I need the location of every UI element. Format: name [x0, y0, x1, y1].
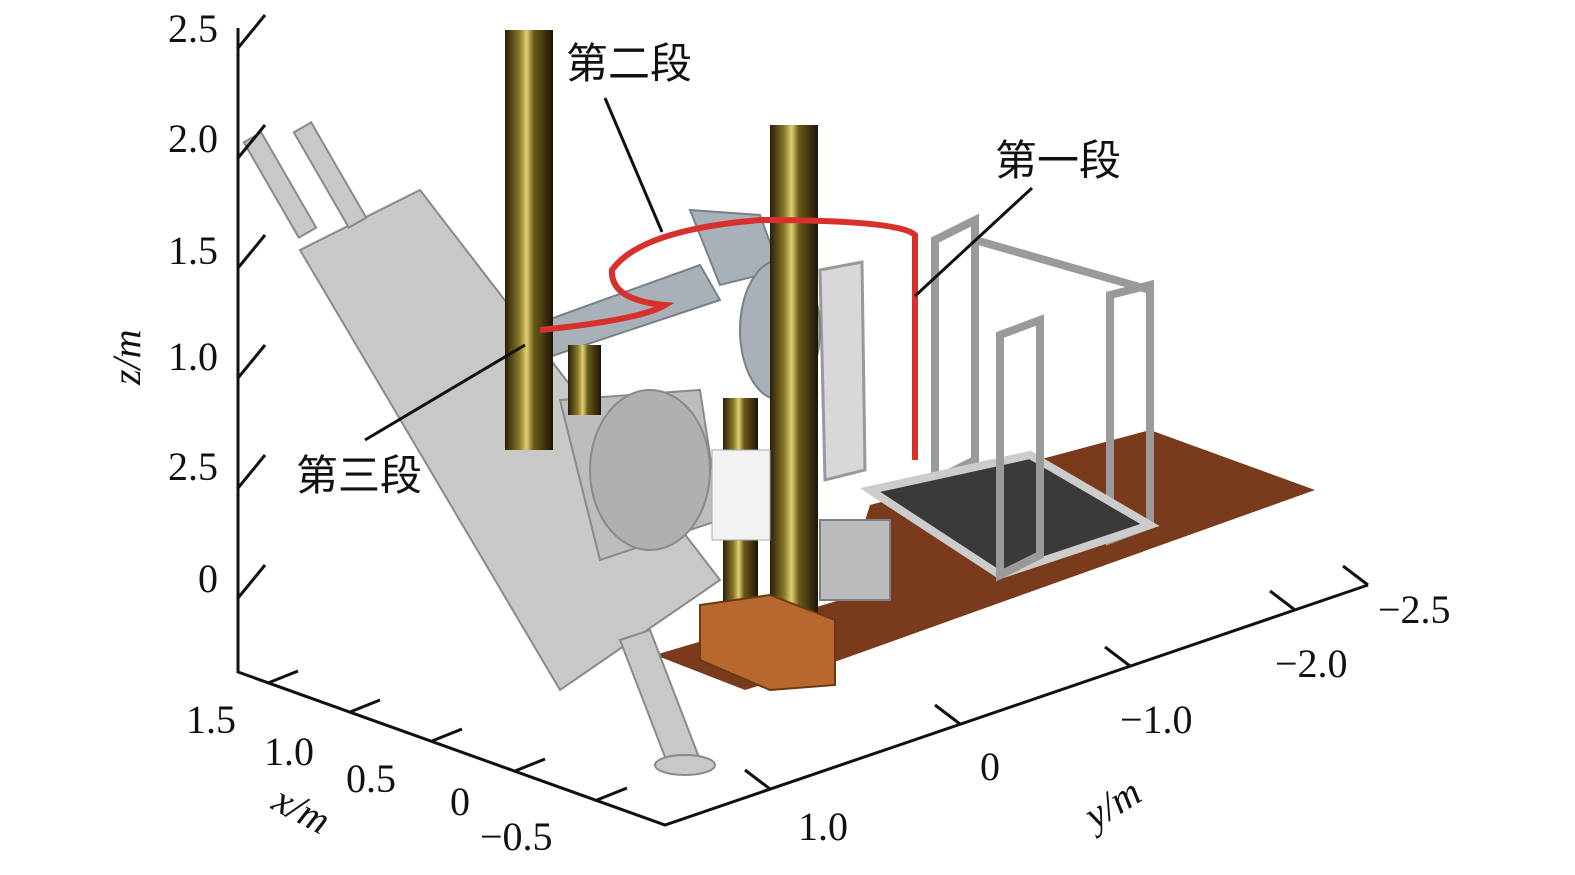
x-tick-label: −0.5: [480, 814, 553, 859]
planned-path: [539, 216, 918, 460]
z-tick-label: 2.5: [168, 444, 218, 489]
leader-line: [364, 343, 526, 442]
side-panel: [818, 260, 867, 482]
z-tick-label: 1.5: [168, 228, 218, 273]
annotation-segment-2: 第二段: [566, 39, 692, 88]
z-tick-label: 2.0: [168, 116, 218, 161]
z-tick-label: 1.0: [168, 334, 218, 379]
axes: [236, 14, 1369, 827]
y-tick-label: 0: [980, 744, 1000, 789]
annotation-segment-1: 第一段: [995, 136, 1121, 185]
z-tick-label: 2.5: [168, 6, 218, 51]
y-tick-label: 1.0: [798, 804, 848, 849]
pillar-base: [699, 593, 836, 692]
y-tick-label: −2.0: [1275, 641, 1348, 686]
z-axis-label: z/m: [104, 329, 149, 386]
x-tick-label: 1.5: [186, 697, 236, 742]
machine-body: [242, 121, 722, 776]
leader-line: [603, 97, 664, 233]
pillar: [568, 345, 601, 415]
z-tick-label: 0: [198, 556, 218, 601]
x-tick-label: 0: [450, 779, 470, 824]
x-axis-label: x/m: [265, 776, 338, 843]
y-tick-label: −1.0: [1120, 697, 1193, 742]
y-tick-label: −2.5: [1378, 587, 1451, 632]
cage-frame: [859, 213, 1160, 582]
annotation-segment-3: 第三段: [296, 451, 422, 500]
pillar-collar: [711, 449, 771, 541]
pillar: [505, 30, 553, 450]
x-tick-label: 0.5: [346, 756, 396, 801]
x-tick-label: 1.0: [264, 729, 314, 774]
pillar: [770, 125, 818, 655]
y-axis-label: y/m: [1073, 769, 1149, 840]
leader-line: [913, 186, 1034, 298]
